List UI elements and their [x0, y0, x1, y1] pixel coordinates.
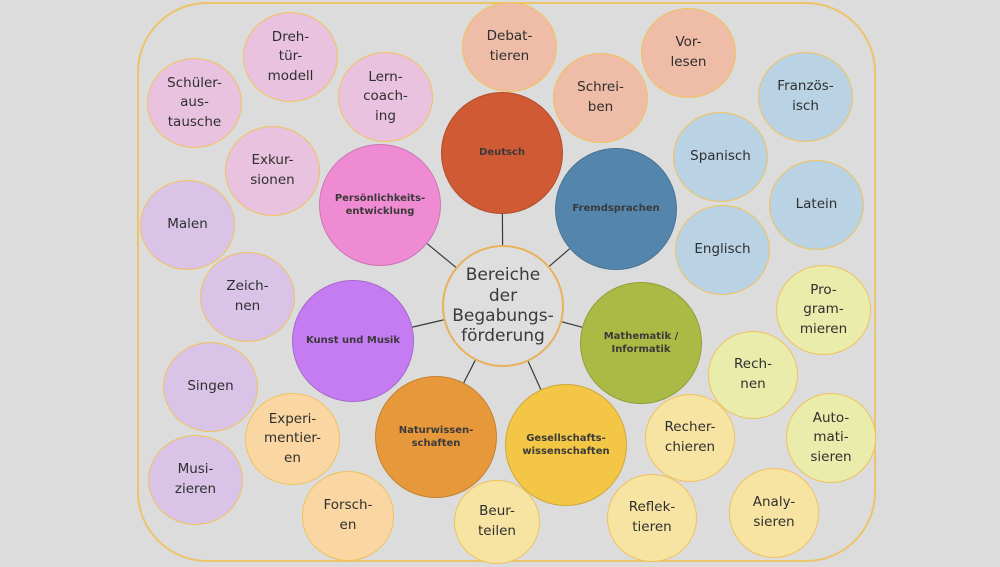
activity-label: Vor- lesen: [670, 34, 707, 70]
activity-experimentieren: Experi- mentier- en: [245, 393, 340, 485]
activity-schreiben: Schrei- ben: [553, 53, 648, 143]
connector-line: [548, 248, 571, 267]
activity-debattieren: Debat- tieren: [462, 2, 557, 92]
connector-line: [527, 361, 542, 390]
domain-gesellschaftswissenschaften: Gesellschafts- wissenschaften: [505, 384, 627, 506]
activity-label: Musi- zieren: [174, 461, 217, 497]
activity-label: Forsch- en: [323, 497, 373, 533]
activity-lerncoaching: Lern- coach- ing: [338, 52, 433, 142]
center-node: Bereiche der Begabungs- förderung: [442, 245, 564, 367]
activity-forschen: Forsch- en: [302, 471, 394, 561]
activity-franzoesisch: Französ- isch: [758, 52, 853, 142]
activity-programmieren: Pro- gram- mieren: [776, 265, 871, 355]
activity-analysieren: Analy- sieren: [729, 468, 819, 558]
domain-label: Persönlichkeits- entwicklung: [334, 192, 426, 218]
domain-deutsch: Deutsch: [441, 92, 563, 214]
activity-musizieren: Musi- zieren: [148, 435, 243, 525]
domain-label: Naturwissen- schaften: [398, 424, 474, 450]
activity-label: Spanisch: [690, 148, 751, 165]
activity-singen: Singen: [163, 342, 258, 432]
activity-reflektieren: Reflek- tieren: [607, 474, 697, 562]
activity-automatisieren: Auto- mati- sieren: [786, 393, 876, 483]
domain-label: Deutsch: [479, 147, 525, 159]
activity-label: Schrei- ben: [577, 79, 624, 115]
activity-label: Singen: [187, 378, 234, 395]
domain-label: Kunst und Musik: [305, 335, 400, 347]
domain-label: Gesellschafts- wissenschaften: [522, 432, 610, 458]
activity-englisch: Englisch: [675, 205, 770, 295]
activity-label: Zeich- nen: [226, 278, 269, 314]
activity-exkursionen: Exkur- sionen: [225, 126, 320, 216]
activity-latein: Latein: [769, 160, 864, 250]
activity-label: Analy- sieren: [752, 494, 796, 530]
activity-label: Französ- isch: [777, 78, 834, 114]
activity-label: Pro- gram- mieren: [799, 281, 848, 337]
activity-label: Englisch: [694, 241, 751, 258]
activity-label: Malen: [167, 216, 208, 233]
domain-fremdsprachen: Fremdsprachen: [555, 148, 677, 270]
activity-spanisch: Spanisch: [673, 112, 768, 202]
connector-line: [463, 360, 476, 383]
activity-label: Latein: [795, 196, 838, 213]
connector-line: [561, 321, 583, 328]
activity-beurteilen: Beur- teilen: [454, 480, 540, 564]
activity-label: Recher- chieren: [664, 419, 716, 455]
activity-vorlesen: Vor- lesen: [641, 8, 736, 98]
domain-naturwissenschaften: Naturwissen- schaften: [375, 376, 497, 498]
activity-malen: Malen: [140, 180, 235, 270]
domain-kunst-und-musik: Kunst und Musik: [292, 280, 414, 402]
activity-label: Exkur- sionen: [250, 152, 295, 188]
activity-label: Auto- mati- sieren: [810, 409, 852, 465]
activity-rechnen: Rech- nen: [708, 331, 798, 419]
connector-line: [426, 243, 457, 268]
activity-label: Dreh- tür- modell: [267, 28, 314, 84]
activity-zeichnen: Zeich- nen: [200, 252, 295, 342]
domain-label: Mathematik / Informatik: [603, 330, 679, 356]
domain-persoenlichkeitsentwicklung: Persönlichkeits- entwicklung: [319, 144, 441, 266]
domain-mathematik-informatik: Mathematik / Informatik: [580, 282, 702, 404]
activity-drehtuermodell: Dreh- tür- modell: [243, 12, 338, 102]
activity-label: Reflek- tieren: [628, 499, 676, 535]
activity-label: Rech- nen: [734, 356, 772, 392]
activity-label: Lern- coach- ing: [363, 68, 408, 124]
connector-line: [412, 319, 444, 328]
activity-label: Experi- mentier- en: [264, 410, 321, 466]
domain-label: Fremdsprachen: [572, 203, 660, 215]
activity-label: Schüler- aus- tausche: [167, 74, 222, 130]
activity-label: Debat- tieren: [486, 28, 533, 64]
activity-label: Beur- teilen: [478, 503, 516, 539]
activity-recherchieren: Recher- chieren: [645, 394, 735, 482]
center-node-label: Bereiche der Begabungs- förderung: [452, 265, 554, 347]
activity-schueleraustausche: Schüler- aus- tausche: [147, 58, 242, 148]
